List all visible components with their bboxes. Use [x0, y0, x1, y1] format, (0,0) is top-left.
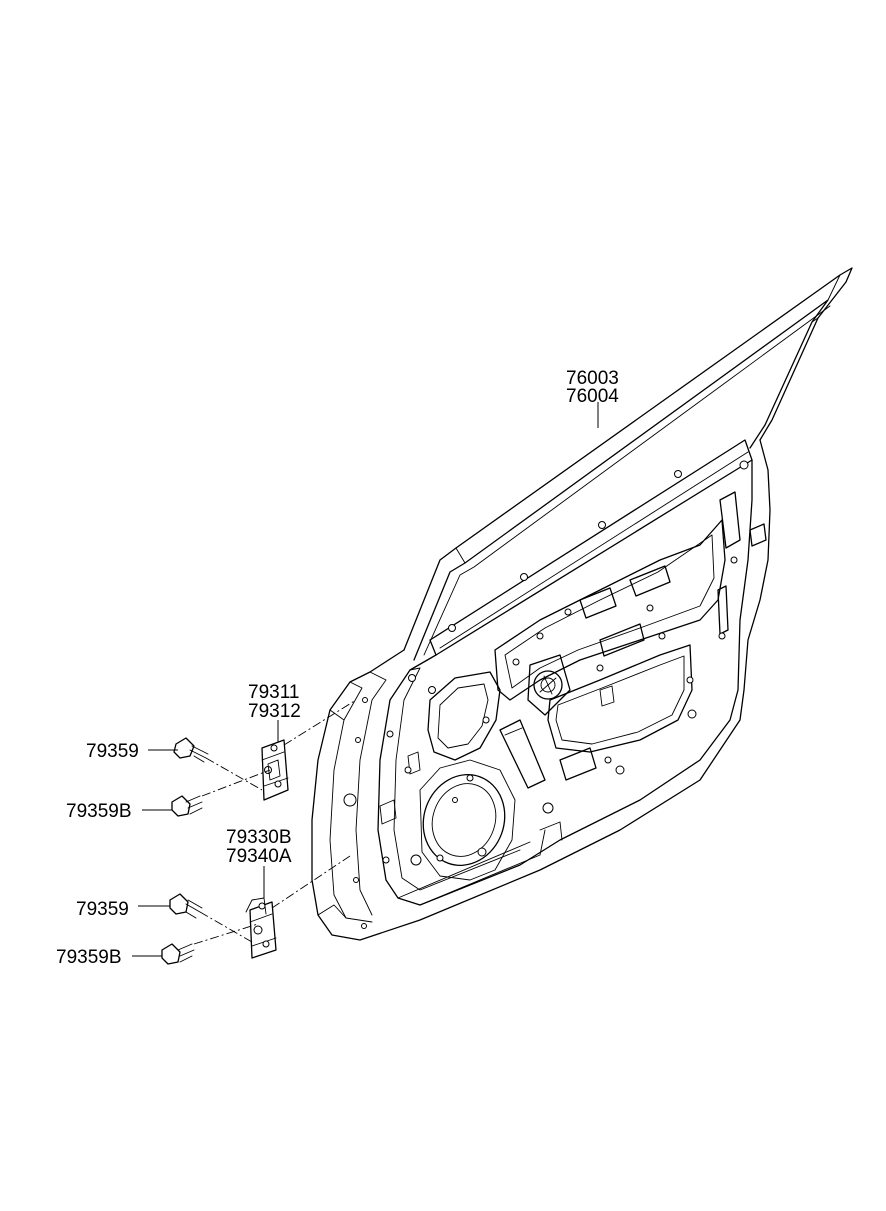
central-opening-lower [547, 644, 693, 753]
door-inner-panel [377, 459, 753, 906]
upper-cutout [427, 671, 501, 761]
lower-bolt-top [169, 893, 203, 919]
panel-holes [343, 460, 749, 929]
label-79330b: 79330B [226, 827, 292, 848]
window-frame-inner [413, 299, 829, 661]
label-79312: 79312 [248, 701, 301, 722]
label-79359b-upper: 79359B [66, 801, 132, 822]
label-79359-upper: 79359 [86, 741, 139, 762]
door-panel-assembly [311, 267, 853, 941]
part-labels: 76003 76004 79311 79312 79359 79359B 793… [56, 368, 619, 968]
upper-hinge [261, 739, 289, 801]
speaker-cutout [419, 759, 516, 881]
label-79359b-lower: 79359B [56, 947, 122, 968]
leader-lines [132, 402, 599, 957]
label-79311: 79311 [248, 682, 299, 703]
label-76004: 76004 [566, 386, 619, 407]
window-frame-outer [403, 267, 853, 651]
label-76003: 76003 [566, 368, 619, 389]
door-outer-shell [311, 439, 771, 941]
label-79340a: 79340A [226, 846, 292, 867]
upper-bolt-top [173, 737, 209, 763]
assembly-lines [193, 699, 357, 945]
label-79359-lower: 79359 [76, 899, 129, 920]
upper-bolt-bottom [171, 795, 203, 817]
lower-hinge [245, 897, 277, 959]
lower-bolt-bottom [161, 943, 195, 965]
